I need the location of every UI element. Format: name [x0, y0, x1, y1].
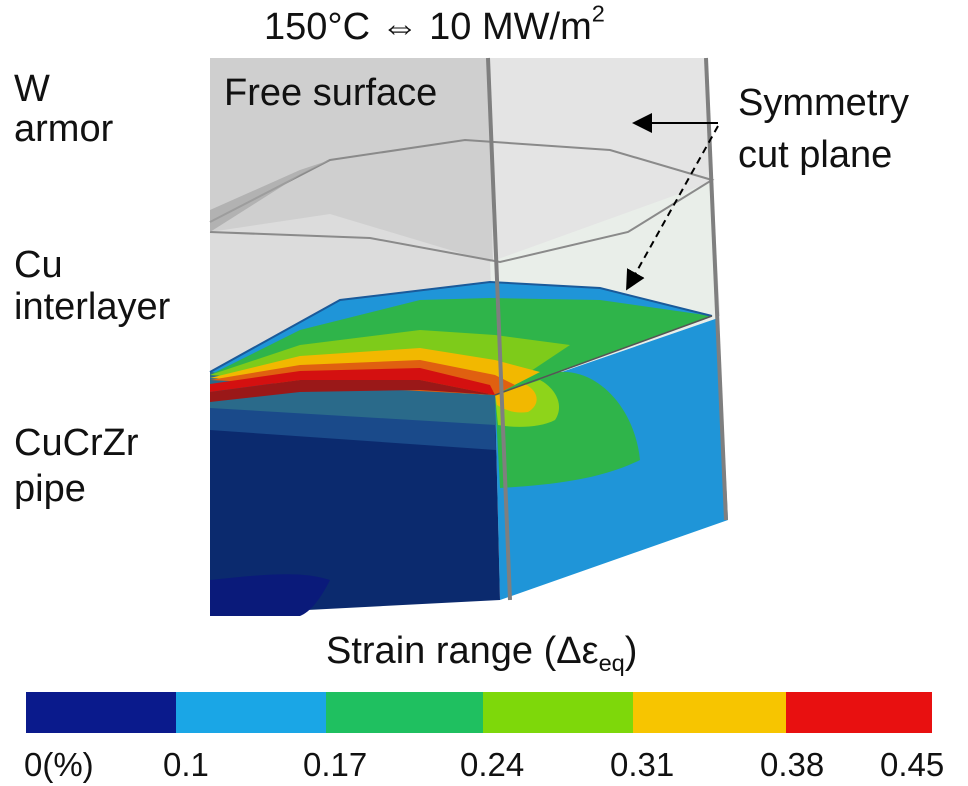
top-surface-darkred [210, 380, 495, 402]
label-cucrzr-line1: CuCrZr [14, 422, 139, 464]
colorbar-tick-1: 0.1 [163, 746, 209, 783]
header-temperature: 150°C [264, 6, 371, 48]
header-heat-flux-exponent: 2 [591, 0, 605, 27]
colorbar-tick-3: 0.24 [460, 746, 525, 783]
legend-title-close: ) [624, 630, 638, 672]
label-symmetry-line1: Symmetry [738, 82, 909, 124]
figure-header: 150°C ⇔ 10 MW/m2 [264, 2, 605, 48]
colorbar-tick-4: 0.31 [610, 746, 675, 783]
top-surface-red [210, 368, 495, 395]
colorbar-tick-6: 0.45 [880, 746, 945, 783]
symmetry-dashed-arrow [626, 125, 719, 291]
side-face-orange [495, 384, 537, 413]
colorbar-tick-5: 0.38 [760, 746, 825, 783]
header-arrow: ⇔ [380, 6, 419, 48]
colorbar-segment-6 [786, 692, 932, 733]
label-cucrzr-line2: pipe [14, 468, 86, 510]
cut-plane-edge-left [486, 57, 512, 601]
front-face-bottom-cut [210, 574, 330, 616]
colorbar-segment-3 [326, 692, 483, 733]
label-cu-line2: interlayer [14, 286, 171, 328]
colorbar-segment-4 [483, 692, 633, 733]
legend-title-main: Strain range (Δε [326, 630, 599, 672]
top-edge-line [209, 280, 713, 373]
legend-title-subscript: eq [598, 650, 625, 677]
colorbar-tick-0: 0(%) [24, 746, 94, 783]
label-cu-line1: Cu [14, 244, 63, 286]
label-free-surface: Free surface [224, 72, 438, 114]
label-symmetry-line2: cut plane [738, 134, 893, 176]
label-w-line1: W [14, 68, 50, 110]
colorbar-segment-1 [26, 692, 176, 733]
header-heat-flux: 10 MW/m [429, 6, 592, 48]
strain-contour-figure [209, 57, 728, 616]
cut-plane-edge-right [704, 57, 728, 521]
top-diagonal-line [494, 315, 713, 396]
colorbar-segment-2 [176, 692, 326, 733]
label-w-line2: armor [14, 108, 114, 150]
colorbar-segment-5 [633, 692, 786, 733]
colorbar-tick-2: 0.17 [303, 746, 368, 783]
legend-title: Strain range (Δεeq) [326, 630, 638, 675]
